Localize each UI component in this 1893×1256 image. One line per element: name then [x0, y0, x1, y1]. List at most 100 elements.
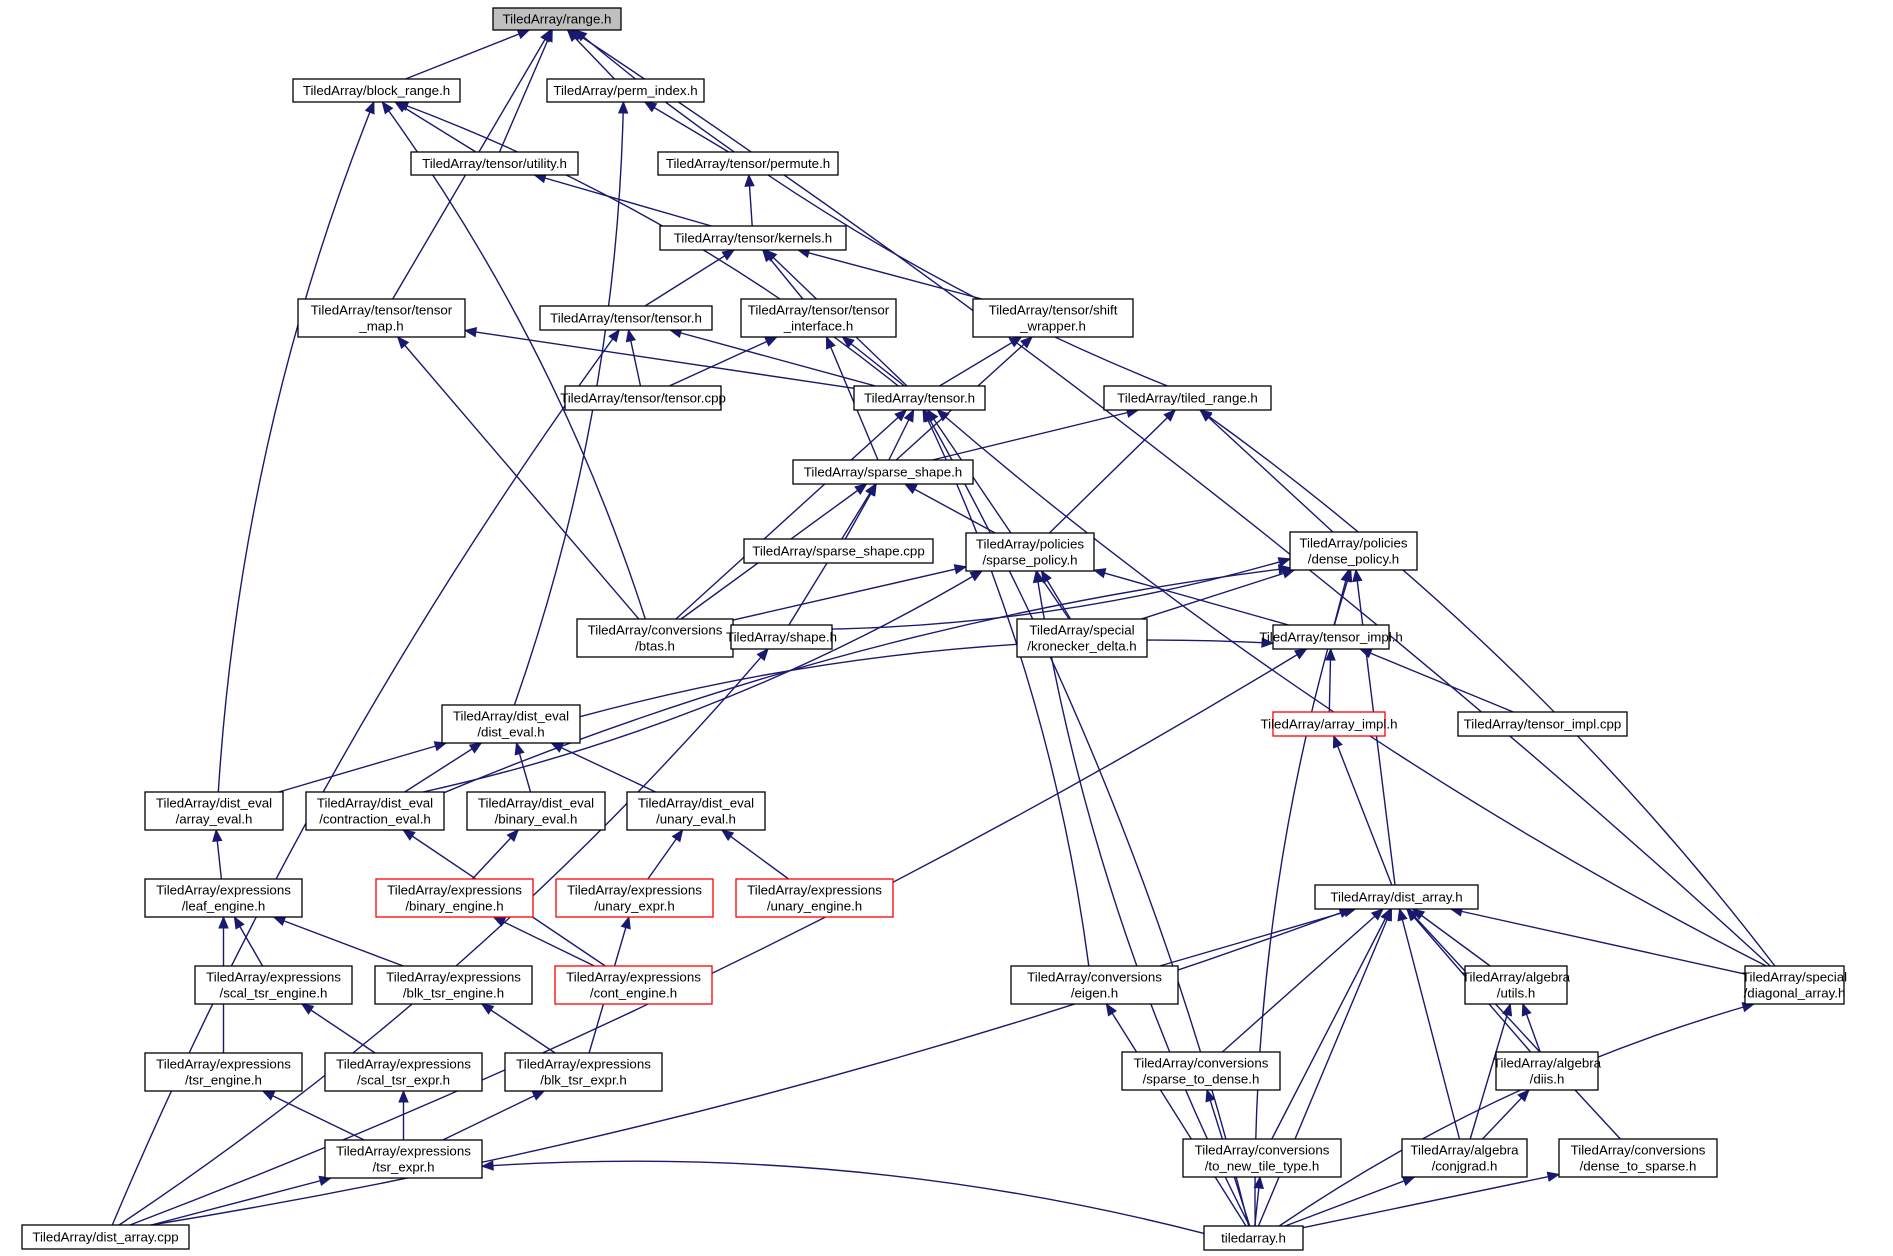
node-to-new-tile-type-h[interactable]: TiledArray/conversions/to_new_tile_type.…	[1182, 1138, 1342, 1178]
node-box[interactable]	[735, 878, 894, 918]
node-box[interactable]	[657, 151, 839, 176]
node-blk-tsr-engine-h[interactable]: TiledArray/expressions/blk_tsr_engine.h	[374, 965, 533, 1005]
node-array-eval-h[interactable]: TiledArray/dist_eval/array_eval.h	[144, 791, 284, 831]
node-box[interactable]	[21, 1224, 190, 1250]
node-box[interactable]	[555, 878, 714, 918]
node-box[interactable]	[1558, 1138, 1718, 1178]
node-box[interactable]	[144, 878, 303, 918]
node-dist-array-cpp[interactable]: TiledArray/dist_array.cpp	[21, 1224, 190, 1250]
node-binary-eval-h[interactable]: TiledArray/dist_eval/binary_eval.h	[466, 791, 606, 831]
node-tensor-shift-wrapper-h[interactable]: TiledArray/tensor/shift_wrapper.h	[972, 298, 1134, 338]
node-box[interactable]	[659, 225, 847, 251]
node-dense-policy-h[interactable]: TiledArray/policies/dense_policy.h	[1289, 531, 1418, 571]
node-kronecker-delta-h[interactable]: TiledArray/special/kronecker_delta.h	[1016, 618, 1148, 658]
node-box[interactable]	[375, 878, 534, 918]
node-box[interactable]	[466, 791, 606, 831]
node-sparse-shape-h[interactable]: TiledArray/sparse_shape.h	[792, 459, 974, 485]
node-blk-tsr-expr-h[interactable]: TiledArray/expressions/blk_tsr_expr.h	[504, 1052, 663, 1092]
node-dense-to-sparse-h[interactable]: TiledArray/conversions/dense_to_sparse.h	[1558, 1138, 1718, 1178]
node-box[interactable]	[1401, 1138, 1528, 1178]
node-range-h[interactable]: TiledArray/range.h	[492, 7, 622, 31]
node-tensor-h[interactable]: TiledArray/tensor.h	[853, 385, 986, 411]
node-algebra-conjgrad-h[interactable]: TiledArray/algebra/conjgrad.h	[1401, 1138, 1528, 1178]
node-box[interactable]	[324, 1139, 483, 1179]
node-box[interactable]	[324, 1052, 483, 1092]
node-box[interactable]	[144, 1052, 303, 1092]
node-box[interactable]	[1121, 1051, 1281, 1091]
node-box[interactable]	[305, 791, 445, 831]
node-box[interactable]	[1016, 618, 1148, 658]
node-box[interactable]	[1744, 965, 1845, 1005]
node-tensor-impl-cpp[interactable]: TiledArray/tensor_impl.cpp	[1457, 711, 1628, 737]
node-box[interactable]	[1464, 965, 1568, 1005]
node-box[interactable]	[965, 532, 1095, 572]
node-box[interactable]	[626, 791, 766, 831]
node-cont-engine-h[interactable]: TiledArray/expressions/cont_engine.h	[554, 965, 713, 1005]
node-tiled-range-h[interactable]: TiledArray/tiled_range.h	[1103, 385, 1272, 411]
node-box[interactable]	[504, 1052, 663, 1092]
node-sparse-to-dense-h[interactable]: TiledArray/conversions/sparse_to_dense.h	[1121, 1051, 1281, 1091]
node-box[interactable]	[743, 538, 934, 564]
node-box[interactable]	[374, 965, 533, 1005]
node-box[interactable]	[1010, 965, 1179, 1005]
node-tensor-tensor-cpp[interactable]: TiledArray/tensor/tensor.cpp	[560, 385, 726, 411]
node-box[interactable]	[297, 298, 466, 338]
node-box[interactable]	[1457, 711, 1628, 737]
node-array-impl-h[interactable]: TiledArray/array_impl.h	[1261, 711, 1398, 737]
node-box[interactable]	[194, 965, 353, 1005]
node-conversions-btas-h[interactable]: TiledArray/conversions/btas.h	[576, 618, 734, 658]
node-box[interactable]	[410, 151, 579, 176]
node-tensor-utility-h[interactable]: TiledArray/tensor/utility.h	[410, 151, 579, 176]
node-box[interactable]	[546, 78, 705, 103]
node-box[interactable]	[853, 385, 986, 411]
node-tensor-tensor-h[interactable]: TiledArray/tensor/tensor.h	[539, 305, 713, 331]
node-box[interactable]	[730, 624, 833, 650]
node-box[interactable]	[492, 7, 622, 31]
node-unary-eval-h[interactable]: TiledArray/dist_eval/unary_eval.h	[626, 791, 766, 831]
node-box[interactable]	[554, 965, 713, 1005]
node-box[interactable]	[972, 298, 1134, 338]
node-tsr-engine-h[interactable]: TiledArray/expressions/tsr_engine.h	[144, 1052, 303, 1092]
node-sparse-shape-cpp[interactable]: TiledArray/sparse_shape.cpp	[743, 538, 934, 564]
node-tensor-impl-h[interactable]: TiledArray/tensor_impl.h	[1259, 624, 1403, 650]
node-algebra-utils-h[interactable]: TiledArray/algebra/utils.h	[1462, 965, 1571, 1005]
node-leaf-engine-h[interactable]: TiledArray/expressions/leaf_engine.h	[144, 878, 303, 918]
node-unary-expr-h[interactable]: TiledArray/expressions/unary_expr.h	[555, 878, 714, 918]
node-box[interactable]	[564, 385, 722, 411]
node-algebra-diis-h[interactable]: TiledArray/algebra/diis.h	[1493, 1051, 1602, 1091]
node-tensor-tensor-map-h[interactable]: TiledArray/tensor/tensor_map.h	[297, 298, 466, 338]
node-box[interactable]	[1314, 884, 1479, 910]
node-diagonal-array-h[interactable]: TiledArray/special/diagonal_array.h	[1742, 965, 1847, 1005]
node-contraction-eval-h[interactable]: TiledArray/dist_eval/contraction_eval.h	[305, 791, 445, 831]
node-tiledarray-h[interactable]: tiledarray.h	[1203, 1225, 1304, 1251]
node-box[interactable]	[1272, 624, 1390, 650]
node-box[interactable]	[1495, 1051, 1599, 1091]
node-sparse-policy-h[interactable]: TiledArray/policies/sparse_policy.h	[965, 532, 1095, 572]
node-box[interactable]	[539, 305, 713, 331]
node-box[interactable]	[1203, 1225, 1304, 1251]
node-tsr-expr-h[interactable]: TiledArray/expressions/tsr_expr.h	[324, 1139, 483, 1179]
node-tensor-permute-h[interactable]: TiledArray/tensor/permute.h	[657, 151, 839, 176]
node-box[interactable]	[1289, 531, 1418, 571]
node-scal-tsr-expr-h[interactable]: TiledArray/expressions/scal_tsr_expr.h	[324, 1052, 483, 1092]
node-box[interactable]	[1103, 385, 1272, 411]
node-box[interactable]	[1182, 1138, 1342, 1178]
node-binary-engine-h[interactable]: TiledArray/expressions/binary_engine.h	[375, 878, 534, 918]
node-shape-h[interactable]: TiledArray/shape.h	[726, 624, 837, 650]
node-box[interactable]	[144, 791, 284, 831]
node-conversions-eigen-h[interactable]: TiledArray/conversions/eigen.h	[1010, 965, 1179, 1005]
node-perm-index-h[interactable]: TiledArray/perm_index.h	[546, 78, 705, 103]
node-unary-engine-h[interactable]: TiledArray/expressions/unary_engine.h	[735, 878, 894, 918]
node-box[interactable]	[441, 704, 581, 744]
node-box[interactable]	[792, 459, 974, 485]
node-box[interactable]	[740, 298, 897, 338]
node-box[interactable]	[576, 618, 734, 658]
node-scal-tsr-engine-h[interactable]: TiledArray/expressions/scal_tsr_engine.h	[194, 965, 353, 1005]
node-box[interactable]	[1272, 711, 1386, 737]
node-tensor-kernels-h[interactable]: TiledArray/tensor/kernels.h	[659, 225, 847, 251]
node-box[interactable]	[292, 78, 461, 103]
node-dist-array-h[interactable]: TiledArray/dist_array.h	[1314, 884, 1479, 910]
node-block-range-h[interactable]: TiledArray/block_range.h	[292, 78, 461, 103]
node-dist-eval-h[interactable]: TiledArray/dist_eval/dist_eval.h	[441, 704, 581, 744]
node-tensor-tensor-interface-h[interactable]: TiledArray/tensor/tensor_interface.h	[740, 298, 897, 338]
